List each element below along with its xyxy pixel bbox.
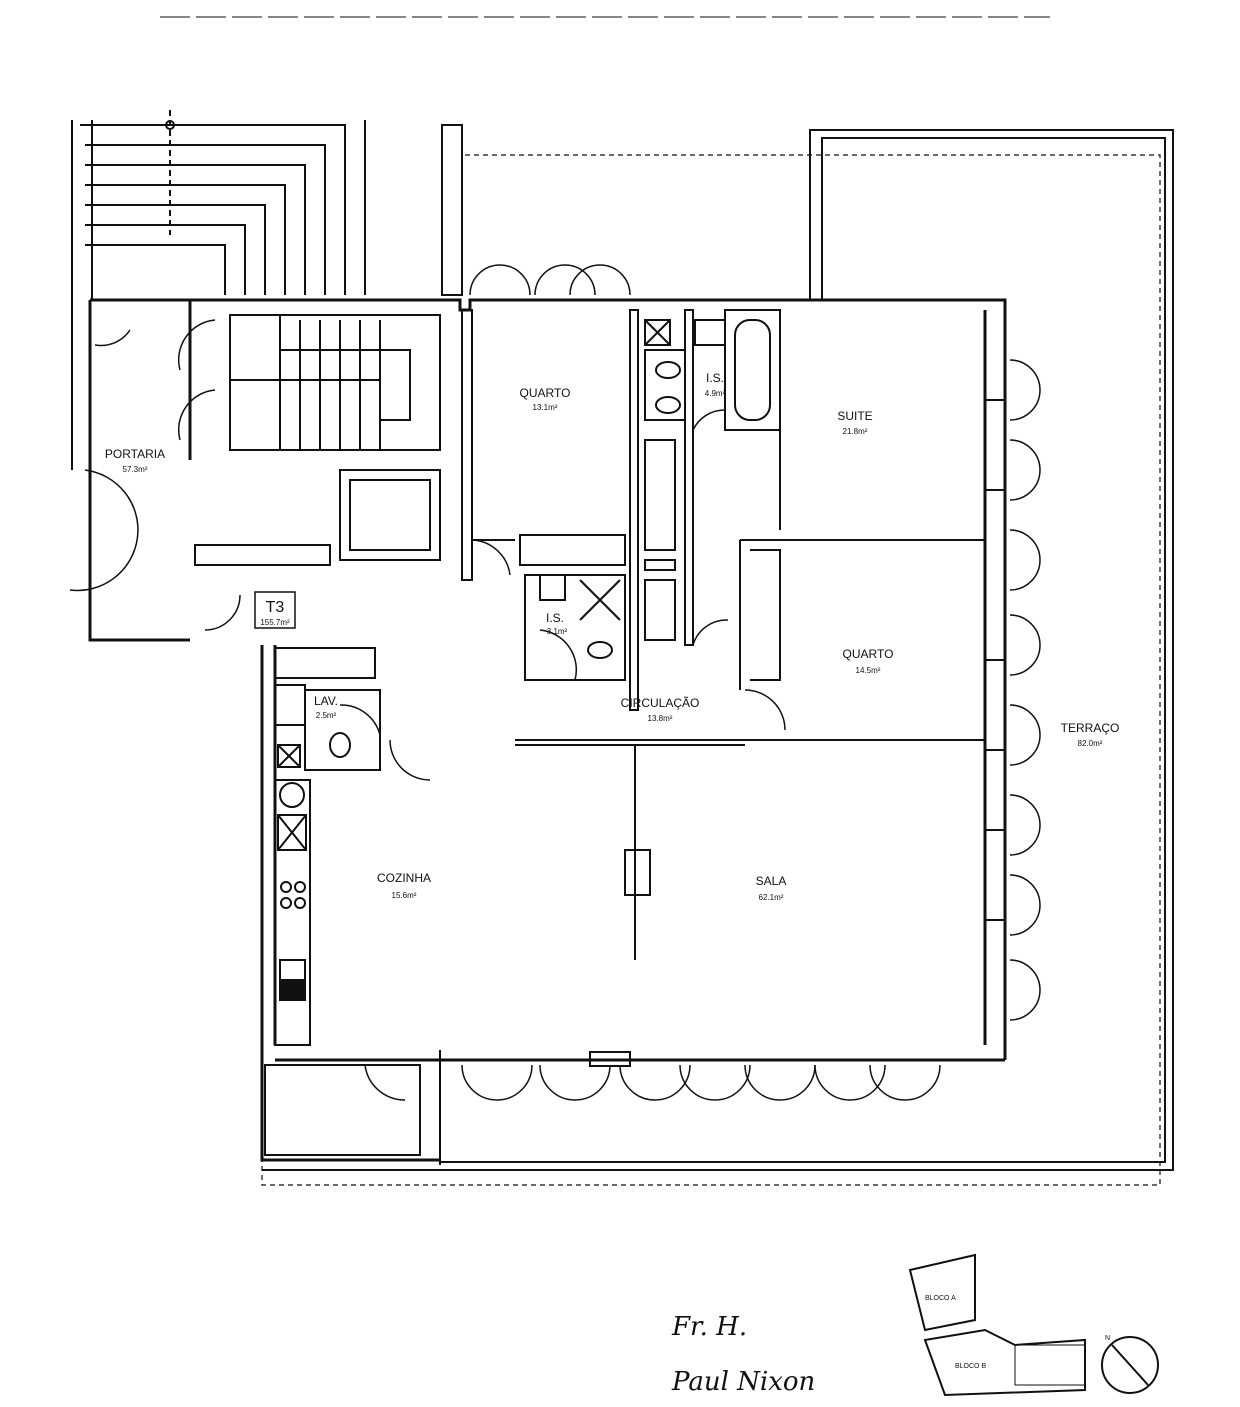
room-label-terraco: TERRAÇO <box>1061 721 1120 735</box>
unit-type-label: T3 <box>266 599 285 616</box>
room-area-lav: 2.5m² <box>316 711 337 720</box>
handwritten-initials: Fr. H. <box>671 1312 747 1342</box>
handwritten-notes: Fr. H. Paul Nixon <box>671 1312 815 1397</box>
room-area-terraco: 82.0m² <box>1078 739 1103 748</box>
room-area-is-1: 4.9m² <box>705 389 726 398</box>
north-arrow-label: N <box>1105 1335 1110 1342</box>
room-label-is-1: I.S. <box>706 371 724 385</box>
stair-core <box>194 314 441 566</box>
unit-tag-box <box>254 591 296 629</box>
room-label-quarto-1: QUARTO <box>520 386 571 400</box>
room-labels: PORTARIA 57.3m² QUARTO 13.1m² I.S. 4.9m²… <box>105 371 1119 902</box>
room-area-sala: 62.1m² <box>759 893 784 902</box>
window-swings-top <box>469 264 631 296</box>
exterior-walls <box>88 298 1007 1162</box>
window-swings-right <box>984 359 1041 1021</box>
room-label-quarto-2: QUARTO <box>843 647 894 661</box>
key-plan-labels: BLOCO A BLOCO B N <box>925 1295 1110 1370</box>
room-area-quarto-2: 14.5m² <box>856 666 881 675</box>
room-label-circulacao: CIRCULAÇÃO <box>621 696 700 710</box>
interior-walls <box>264 309 985 1165</box>
room-label-suite: SUITE <box>837 409 872 423</box>
window-swings-bottom <box>461 1051 941 1101</box>
unit-area-label: 155.7m² <box>260 618 290 627</box>
room-label-is-2: I.S. <box>546 611 564 625</box>
room-area-suite: 21.8m² <box>843 427 868 436</box>
column <box>441 124 463 296</box>
terrace-dashed-outline <box>261 154 1161 1186</box>
room-label-lav: LAV. <box>314 694 338 708</box>
terrace-parapet <box>262 129 1174 1171</box>
room-area-cozinha: 15.6m² <box>392 891 417 900</box>
door-swings-left <box>69 319 241 631</box>
key-plan-bloco-a: BLOCO A <box>925 1295 956 1302</box>
room-label-sala: SALA <box>756 874 787 888</box>
room-label-cozinha: COZINHA <box>377 871 431 885</box>
room-area-portaria: 57.3m² <box>123 465 148 474</box>
key-plan <box>908 1253 1159 1397</box>
ramp-lines <box>71 110 366 470</box>
door-swings-interior <box>339 409 786 1101</box>
room-area-is-2: 3.1m² <box>547 627 568 636</box>
handwritten-name: Paul Nixon <box>671 1367 815 1397</box>
room-area-circulacao: 13.8m² <box>648 714 673 723</box>
key-plan-bloco-b: BLOCO B <box>955 1363 986 1370</box>
room-area-quarto-1: 13.1m² <box>533 403 558 412</box>
room-label-portaria: PORTARIA <box>105 447 165 461</box>
